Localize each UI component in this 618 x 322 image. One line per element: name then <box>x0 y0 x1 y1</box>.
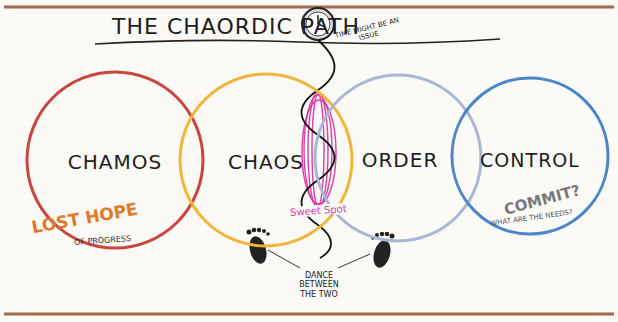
region-name: CHAMOS <box>68 150 162 174</box>
diagram-title: THE CHAORDIC PATH <box>112 14 360 39</box>
region-note-small: OF PROGRESS <box>74 234 132 247</box>
title-underline <box>95 39 500 44</box>
region-circle: CHAMOS LOST HOPEOF PROGRESS <box>25 70 205 250</box>
leader-line <box>268 250 300 268</box>
footprint-note: DANCE BETWEEN THE TWO <box>292 271 346 299</box>
wavy-path <box>302 40 335 258</box>
paper-border <box>4 6 614 9</box>
paper-border <box>4 313 614 316</box>
region-circle: CHAOS <box>178 72 354 248</box>
region-circle: ORDER <box>313 73 483 243</box>
region-name: CONTROL <box>480 149 580 171</box>
region-name: ORDER <box>362 148 439 172</box>
region-note: LOST HOPE <box>30 199 139 237</box>
region-circle: CONTROLCOMMIT?WHAT ARE THE NEEDS? <box>450 76 610 236</box>
leader-line <box>338 254 370 268</box>
region-name: CHAOS <box>228 150 304 174</box>
